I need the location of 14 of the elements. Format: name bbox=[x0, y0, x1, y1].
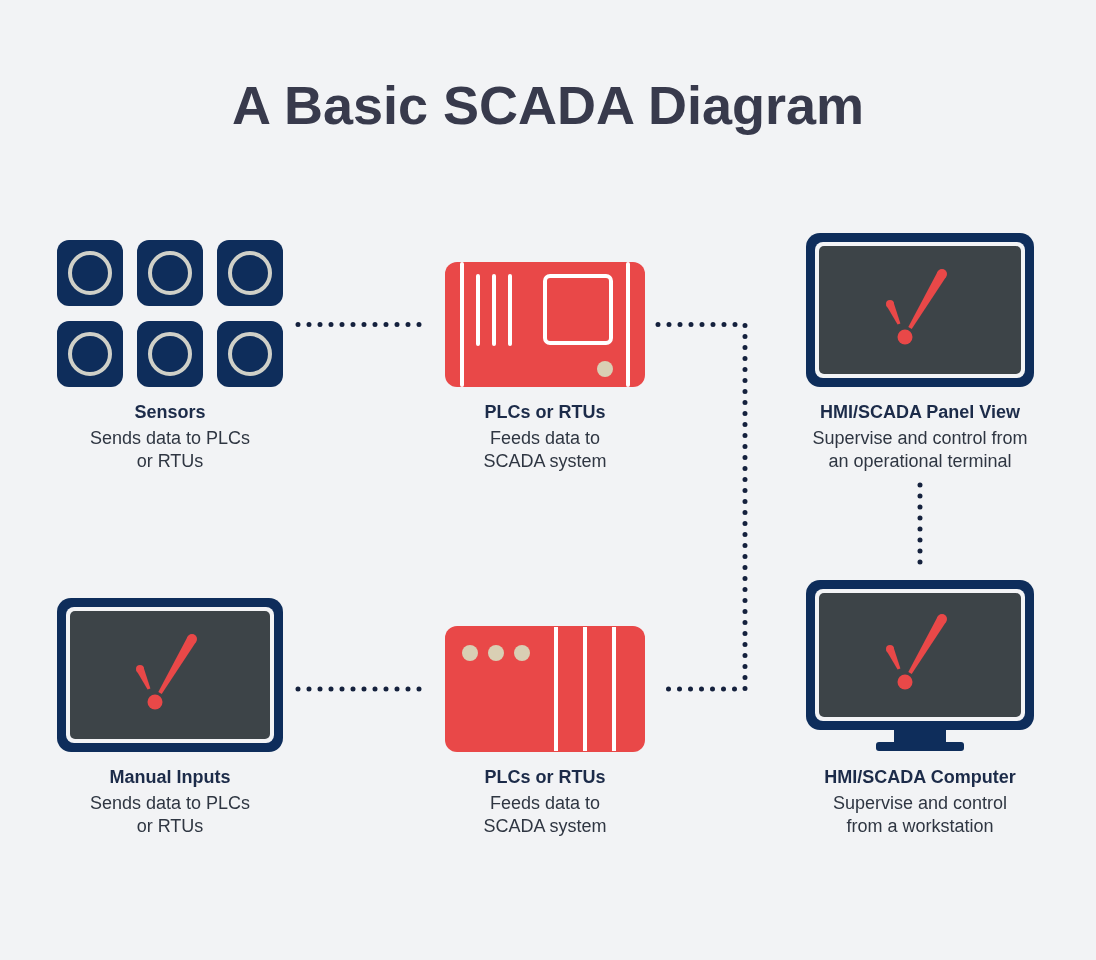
node-description: Sends data to PLCs or RTUs bbox=[88, 792, 252, 838]
node-description: Feeds data to SCADA system bbox=[482, 427, 608, 473]
dotted-connector bbox=[655, 322, 748, 692]
node-title: HMI/SCADA Panel View bbox=[819, 401, 1021, 424]
diagram-title: A Basic SCADA Diagram bbox=[231, 74, 865, 137]
node-description: Supervise and control from a workstation bbox=[831, 792, 1009, 838]
node-title: Sensors bbox=[134, 401, 206, 424]
node-title: PLCs or RTUs bbox=[484, 766, 606, 789]
node-description: Feeds data to SCADA system bbox=[482, 792, 608, 838]
node-description: Supervise and control from an operational terminal bbox=[811, 427, 1029, 473]
node-title: PLCs or RTUs bbox=[484, 401, 606, 424]
node-description: Sends data to PLCs or RTUs bbox=[88, 427, 252, 473]
node-title: Manual Inputs bbox=[109, 766, 231, 789]
node-title: HMI/SCADA Computer bbox=[824, 766, 1016, 789]
